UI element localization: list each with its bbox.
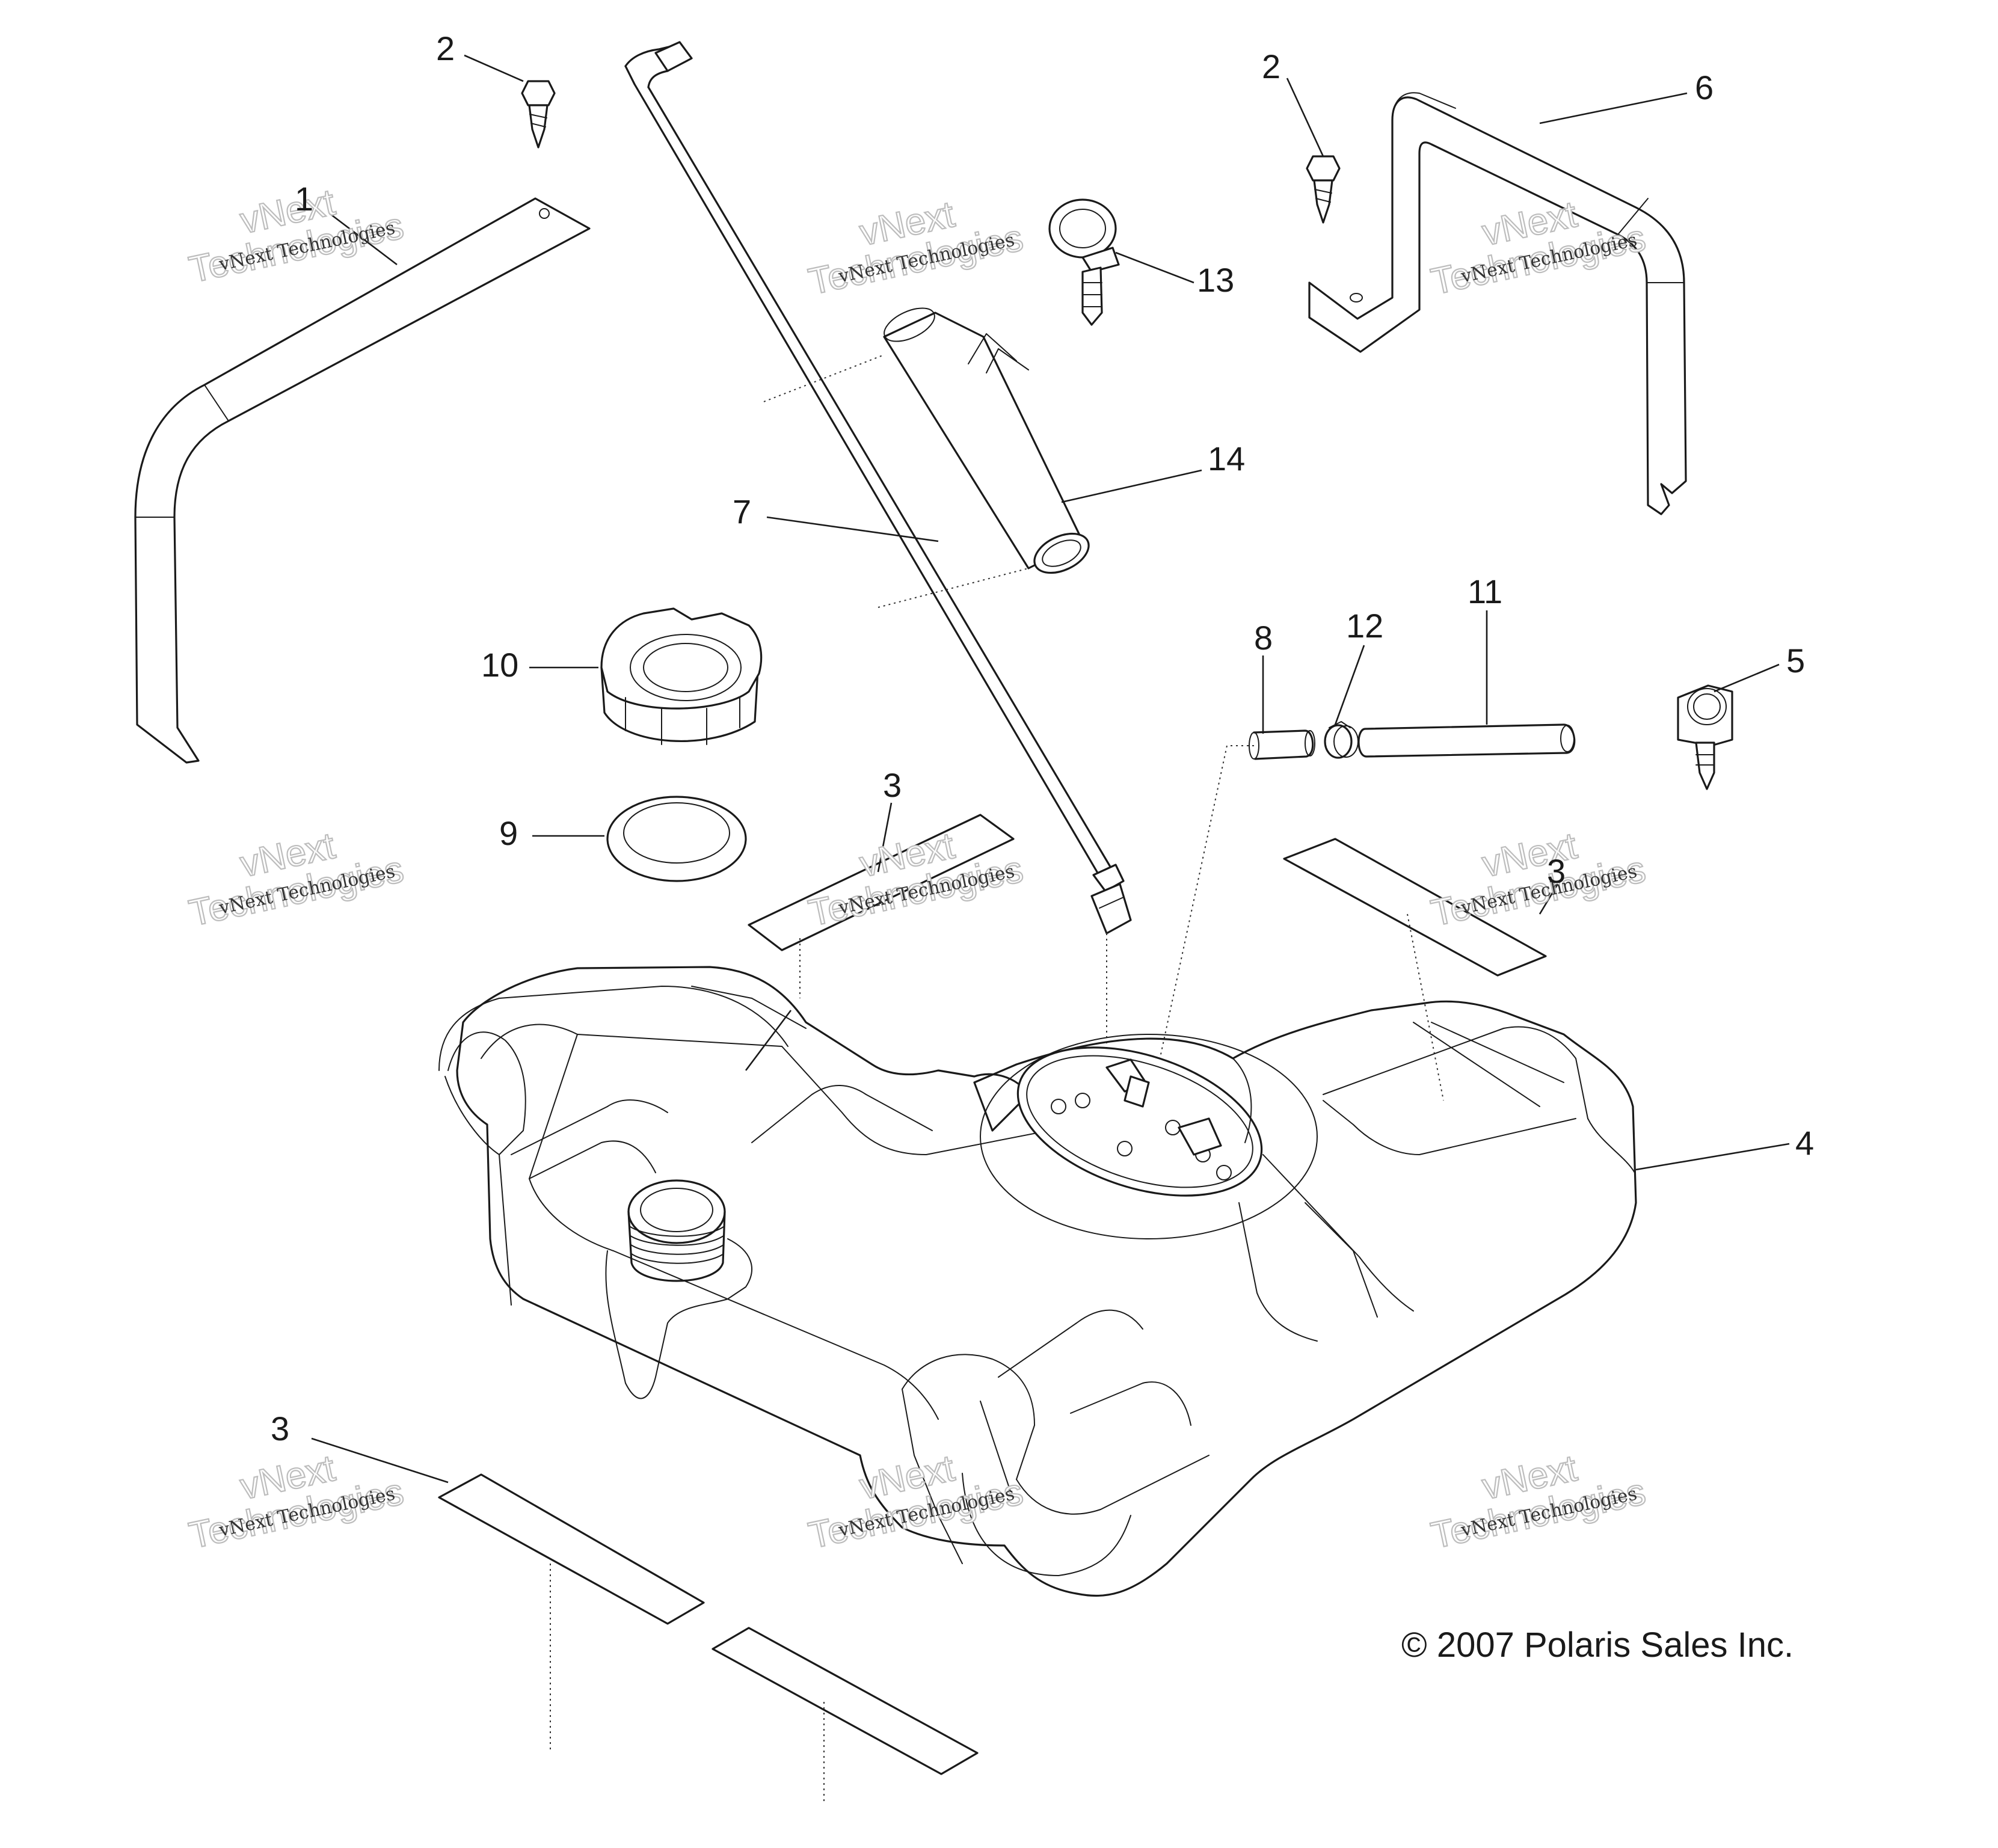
callout-1: 1 (295, 180, 313, 218)
watermark-7: Technologies vNext vNext Technologies (185, 1447, 408, 1558)
part-7-fuel-line (624, 41, 1132, 935)
callout-5: 5 (1786, 642, 1805, 680)
leader-lines (311, 54, 1790, 1484)
part-3-pad-upper-center (748, 814, 1015, 951)
callout-9: 9 (499, 814, 518, 852)
callout-3-center: 3 (883, 766, 902, 804)
part-4-fuel-tank (438, 966, 1637, 1597)
callout-13: 13 (1197, 261, 1234, 299)
part-12-hose-clamp (1324, 721, 1359, 759)
callout-3-right: 3 (1547, 852, 1566, 890)
callout-8: 8 (1254, 619, 1273, 657)
part-10-fuel-cap (600, 607, 763, 745)
pad-guide-2 (1407, 913, 1444, 1101)
callout-11: 11 (1468, 573, 1502, 610)
callout-2-right: 2 (1262, 48, 1280, 85)
watermark-4: Technologies vNext vNext Technologies (185, 824, 408, 935)
part-1-tank-strap-left (134, 197, 591, 764)
part-9-seal-ring (606, 796, 747, 882)
part-2-bolt-right (1306, 155, 1341, 224)
watermark-1: Technologies vNext vNext Technologies (185, 181, 408, 292)
part-5-hose-holder (1677, 684, 1733, 790)
callout-7: 7 (733, 493, 751, 530)
watermark-5: Technologies vNext vNext Technologies (804, 824, 1027, 935)
copyright-notice: © 2007 Polaris Sales Inc. (1401, 1625, 1794, 1665)
callout-2-left: 2 (436, 29, 455, 67)
part-2-bolt-left (521, 80, 556, 149)
watermark-9: Technologies vNext vNext Technologies (1427, 1447, 1650, 1558)
part-6-tank-bracket-right (1308, 92, 1687, 515)
svg-text:vNext: vNext (236, 825, 338, 885)
callout-10: 10 (481, 646, 518, 684)
callout-14: 14 (1208, 440, 1245, 477)
callout-6: 6 (1695, 69, 1714, 106)
watermark-2: Technologies vNext vNext Technologies (804, 193, 1027, 304)
part-13-hose-clip (1048, 198, 1120, 326)
watermark-6: Technologies vNext vNext Technologies (1427, 824, 1650, 935)
part-14-protective-sleeve (763, 307, 1090, 608)
callout-12: 12 (1346, 607, 1383, 645)
callout-4: 4 (1795, 1124, 1814, 1162)
part-3-pad-lower-left (438, 1473, 705, 1625)
watermark-3: Technologies vNext vNext Technologies (1427, 193, 1650, 304)
watermark-8: Technologies vNext vNext Technologies (804, 1447, 1027, 1558)
part-3-pad-upper-right (1283, 838, 1547, 977)
part-11-long-hose (1357, 723, 1576, 758)
part-8-short-hose (1249, 729, 1315, 760)
callout-3-lower: 3 (271, 1410, 289, 1447)
part-3-pad-lower-right (712, 1627, 979, 1775)
part-8-to-pump-dotted (1154, 745, 1228, 1083)
